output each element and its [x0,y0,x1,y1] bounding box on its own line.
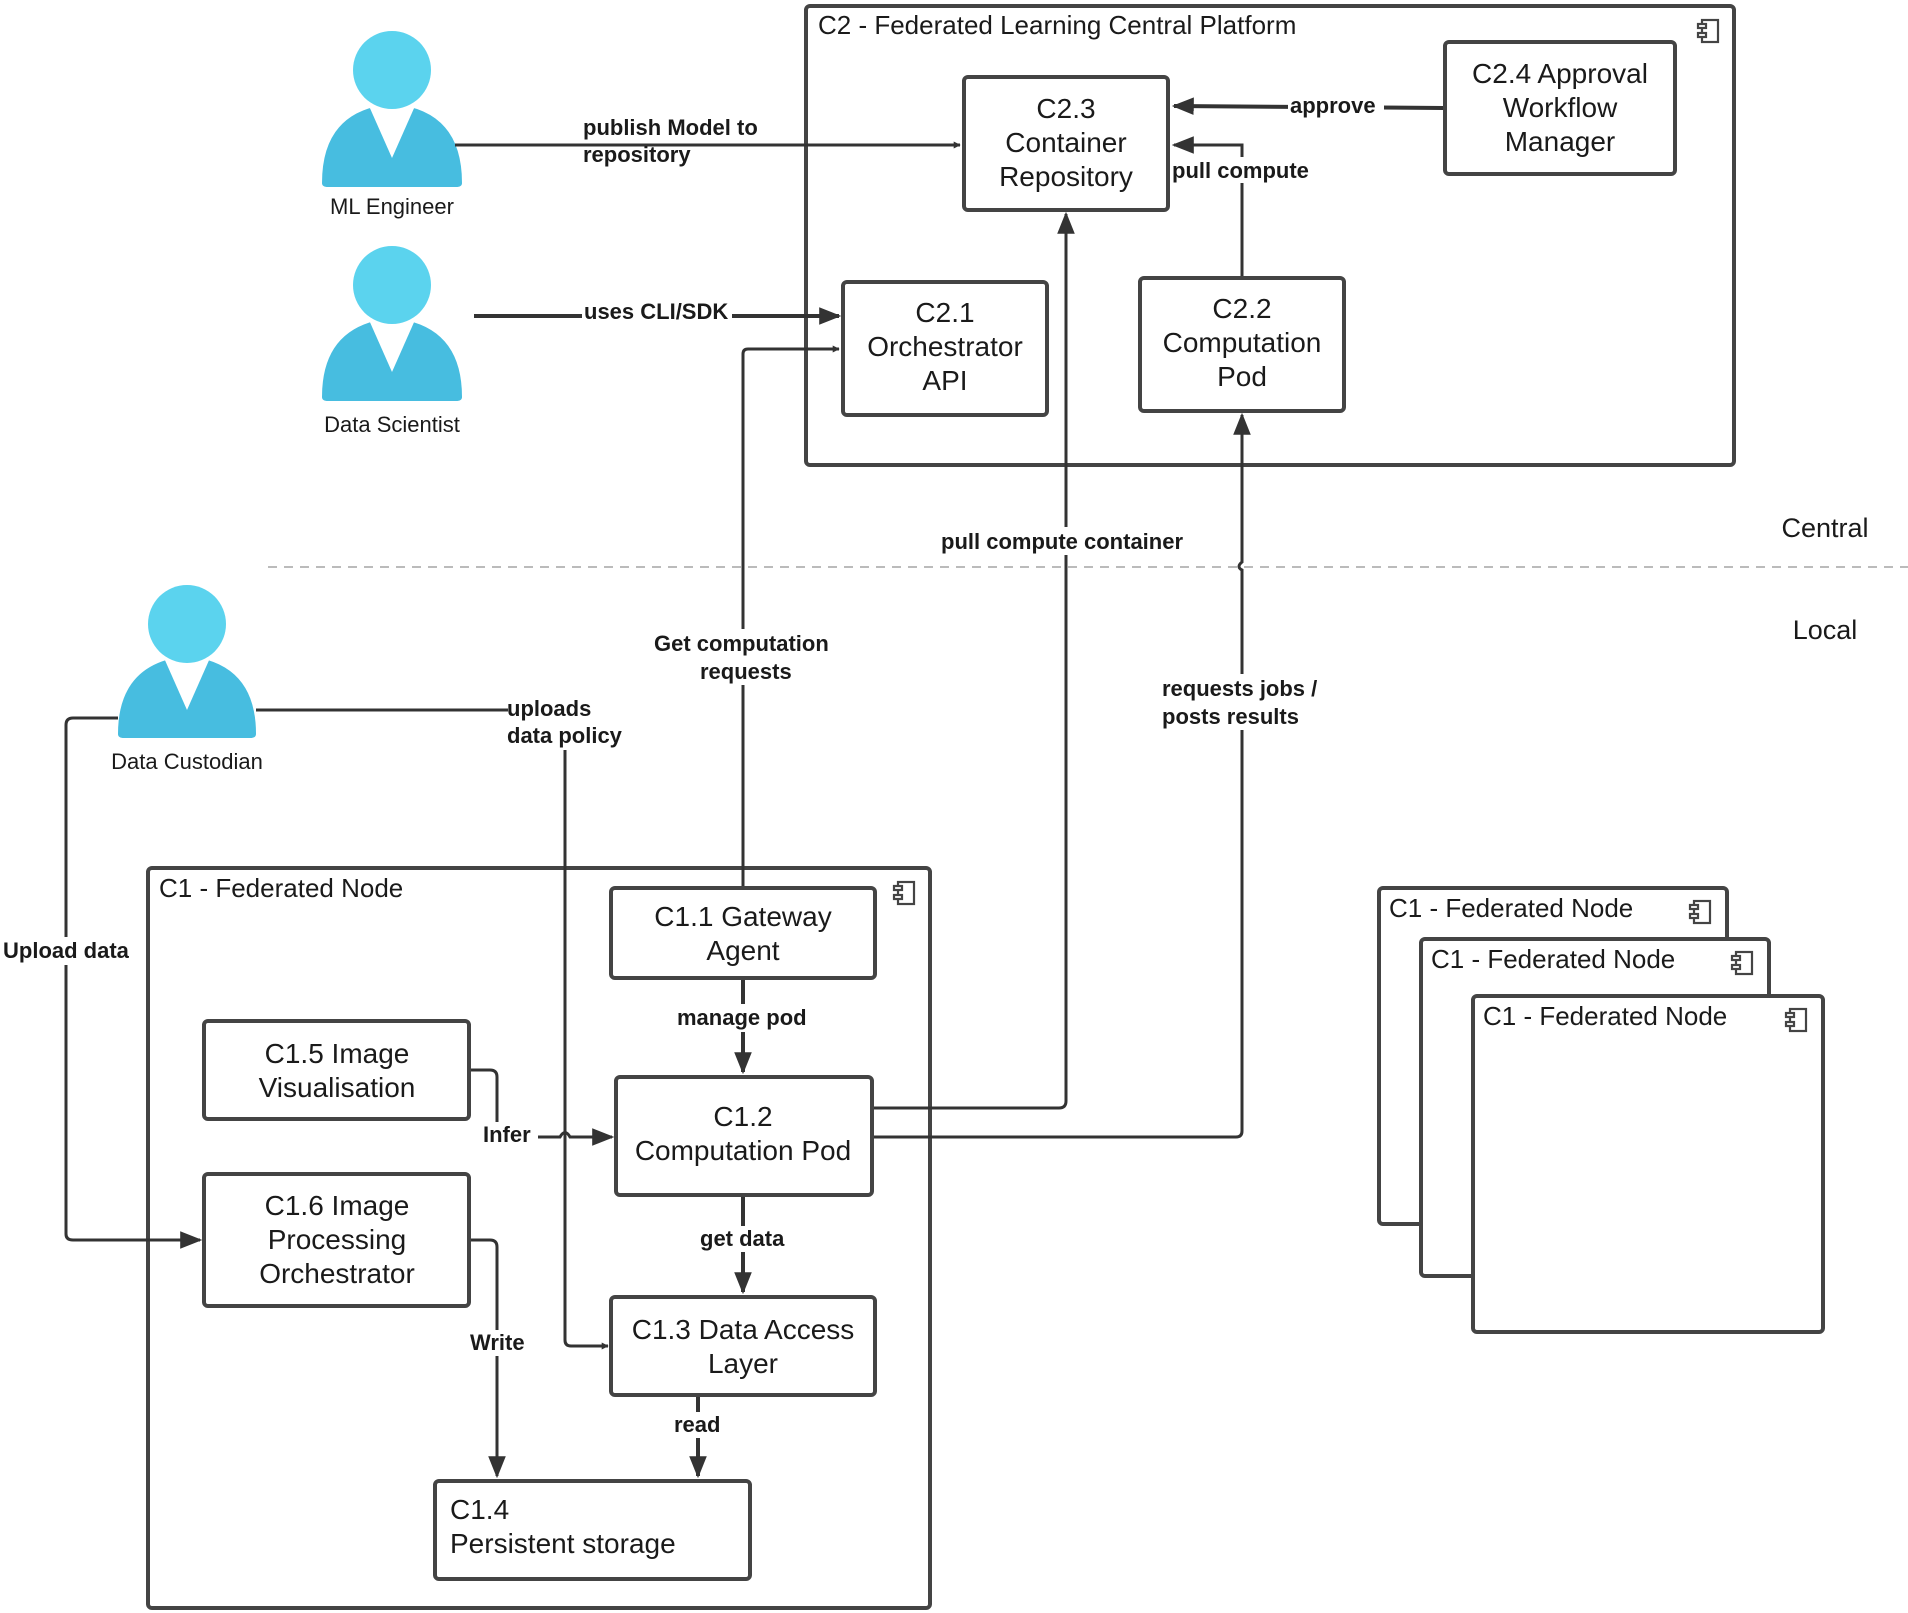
c1-6-image-processing-orchestrator: C1.6 Image Processing Orchestrator [202,1172,471,1308]
edge-label-uploads-policy: uploads [507,696,591,721]
svg-text:Workflow: Workflow [1503,92,1618,123]
svg-text:API: API [922,365,967,396]
svg-text:C1.1 Gateway: C1.1 Gateway [654,901,831,932]
svg-text:C2.4 Approval: C2.4 Approval [1472,58,1648,89]
zone-local-label: Local [1793,615,1858,645]
edge-label-publish-model: publish Model to [583,115,758,140]
c2-4-approval-workflow-manager: C2.4 Approval Workflow Manager [1443,40,1677,176]
svg-text:Container: Container [1005,127,1126,158]
svg-text:C1 - Federated Node: C1 - Federated Node [1389,893,1633,923]
edge-uploads-policy [256,708,608,1346]
ml-engineer-actor: ML Engineer [322,31,462,219]
svg-text:C1.6 Image: C1.6 Image [265,1190,410,1221]
svg-text:Orchestrator: Orchestrator [259,1258,415,1289]
component-icon [892,880,916,906]
c2-3-container-repository: C2.3 Container Repository [962,75,1170,212]
edge-requests-jobs [873,412,1251,1139]
person-icon [118,585,256,738]
edge-label-infer: Infer [483,1122,531,1147]
edge-label-requests-jobs-2: posts results [1162,704,1299,729]
stacked-federated-node-3: C1 - Federated Node [1471,994,1825,1334]
svg-text:C2.2: C2.2 [1212,293,1271,324]
component-icon [1784,1007,1808,1033]
federated-node-frame: C1 - Federated Node [146,866,932,1610]
svg-text:C2.3: C2.3 [1036,93,1095,124]
data-custodian-label: Data Custodian [111,749,263,774]
svg-text:C1.5 Image: C1.5 Image [265,1038,410,1069]
svg-text:C1.4: C1.4 [450,1494,509,1525]
edge-label-pull-compute: pull compute [1172,158,1309,183]
svg-text:C1.3 Data Access: C1.3 Data Access [632,1314,855,1345]
edge-get-computation [741,345,840,888]
component-icon [1688,899,1712,925]
edge-label-get-computation-2: requests [700,659,792,684]
federated-node-title: C1 - Federated Node [159,873,403,903]
svg-text:Persistent storage: Persistent storage [450,1528,676,1559]
svg-text:Agent: Agent [706,935,779,966]
ml-engineer-label: ML Engineer [330,194,454,219]
edge-label-uses-cli: uses CLI/SDK [584,299,728,324]
svg-text:Orchestrator: Orchestrator [867,331,1023,362]
edge-label-manage-pod: manage pod [677,1005,807,1030]
edge-write [470,1238,506,1479]
central-platform-title: C2 - Federated Learning Central Platform [818,10,1296,40]
data-scientist-actor: Data Scientist [322,246,462,437]
svg-text:C1.2: C1.2 [713,1101,772,1132]
edge-label-approve: approve [1290,93,1376,118]
edge-pull-compute-container [873,211,1075,1110]
svg-text:Manager: Manager [1505,126,1616,157]
svg-text:C2.1: C2.1 [915,297,974,328]
central-platform-frame: C2 - Federated Learning Central Platform [804,4,1736,467]
edge-label-publish-model-2: repository [583,142,691,167]
edge-upload-data [64,716,203,1249]
edge-label-requests-jobs: requests jobs / [1162,676,1317,701]
svg-text:Processing: Processing [268,1224,407,1255]
svg-text:Repository: Repository [999,161,1133,192]
c2-2-computation-pod: C2.2 Computation Pod [1138,276,1346,413]
edge-label-get-computation: Get computation [654,631,829,656]
edge-label-read: read [674,1412,720,1437]
c1-3-data-access-layer: C1.3 Data Access Layer [609,1295,877,1397]
component-icon [1730,950,1754,976]
edge-label-pull-compute-container: pull compute container [941,529,1183,554]
c2-1-orchestrator-api: C2.1 Orchestrator API [841,280,1049,417]
edge-label-write: Write [470,1330,525,1355]
person-icon [322,31,462,187]
c1-5-image-visualisation: C1.5 Image Visualisation [202,1019,471,1121]
svg-text:Computation Pod: Computation Pod [635,1135,851,1166]
svg-text:Visualisation: Visualisation [259,1072,416,1103]
data-scientist-label: Data Scientist [324,412,460,437]
data-custodian-actor: Data Custodian [111,585,263,774]
c1-4-persistent-storage: C1.4 Persistent storage [433,1479,752,1581]
edge-label-get-data: get data [700,1226,785,1251]
component-icon [1696,18,1720,44]
svg-text:Pod: Pod [1217,361,1267,392]
svg-text:C1 - Federated Node: C1 - Federated Node [1431,944,1675,974]
edge-label-upload-data: Upload data [3,938,130,963]
zone-central-label: Central [1781,513,1868,543]
c1-2-computation-pod: C1.2 Computation Pod [614,1075,874,1197]
c1-1-gateway-agent: C1.1 Gateway Agent [609,886,877,980]
svg-text:C1 - Federated Node: C1 - Federated Node [1483,1001,1727,1031]
edge-label-uploads-policy-2: data policy [507,723,623,748]
svg-text:Computation: Computation [1163,327,1322,358]
edge-pull-compute [1171,136,1244,276]
svg-text:Layer: Layer [708,1348,778,1379]
person-icon [322,246,462,401]
